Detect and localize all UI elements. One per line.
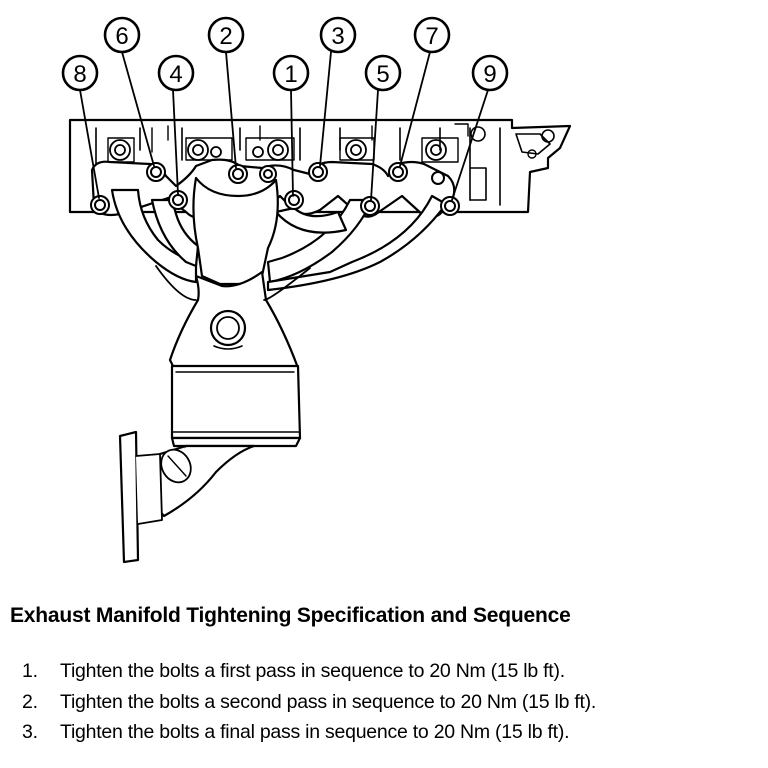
bolt-label-3: 3 — [331, 23, 344, 50]
callout-circle-2 — [207, 16, 245, 54]
step-text: Tighten the bolts a final pass in sequen… — [60, 721, 570, 743]
bolt-label-8: 8 — [73, 61, 86, 88]
tightening-steps: 1. Tighten the bolts a first pass in seq… — [22, 656, 766, 748]
step-number: 3. — [22, 721, 38, 743]
step-number: 1. — [22, 660, 38, 682]
catalytic-converter — [170, 364, 302, 448]
bolt-label-6: 6 — [115, 23, 128, 50]
step-item: 3. Tighten the bolts a final pass in seq… — [22, 717, 766, 748]
step-item: 2. Tighten the bolts a second pass in se… — [22, 687, 766, 718]
bolt-label-7: 7 — [425, 23, 438, 50]
callout-circle-7 — [413, 16, 451, 54]
bolt-label-5: 5 — [376, 61, 389, 88]
bolt-label-1: 1 — [284, 61, 297, 88]
bolt-label-2: 2 — [219, 23, 232, 50]
callout-circle-4 — [157, 54, 195, 92]
manifold-runners — [110, 176, 448, 292]
bolt-label-4: 4 — [169, 61, 182, 88]
step-text: Tighten the bolts a first pass in sequen… — [60, 660, 565, 682]
callout-circle-3 — [319, 16, 357, 54]
callout-circle-5 — [364, 54, 402, 92]
callout-circle-9 — [471, 54, 509, 92]
exhaust-manifold-diagram: 1 2 3 4 5 6 7 8 9 — [61, 16, 572, 564]
callout-circle-6 — [103, 16, 141, 54]
callout-circle-1 — [272, 54, 310, 92]
collector-o2-port — [209, 309, 247, 347]
step-text: Tighten the bolts a second pass in seque… — [60, 690, 597, 713]
bolt-label-9: 9 — [483, 61, 496, 88]
outlet-pipe — [118, 430, 256, 564]
callout-leaders — [79, 51, 489, 201]
figure-caption: Exhaust Manifold Tightening Specificatio… — [10, 604, 571, 627]
step-number: 2. — [22, 690, 38, 713]
callout-circle-8 — [61, 54, 99, 92]
head-studs — [109, 139, 447, 161]
flange-bolts — [90, 162, 460, 216]
bolt-callouts — [61, 16, 509, 92]
step-item: 1. Tighten the bolts a first pass in seq… — [22, 656, 766, 687]
